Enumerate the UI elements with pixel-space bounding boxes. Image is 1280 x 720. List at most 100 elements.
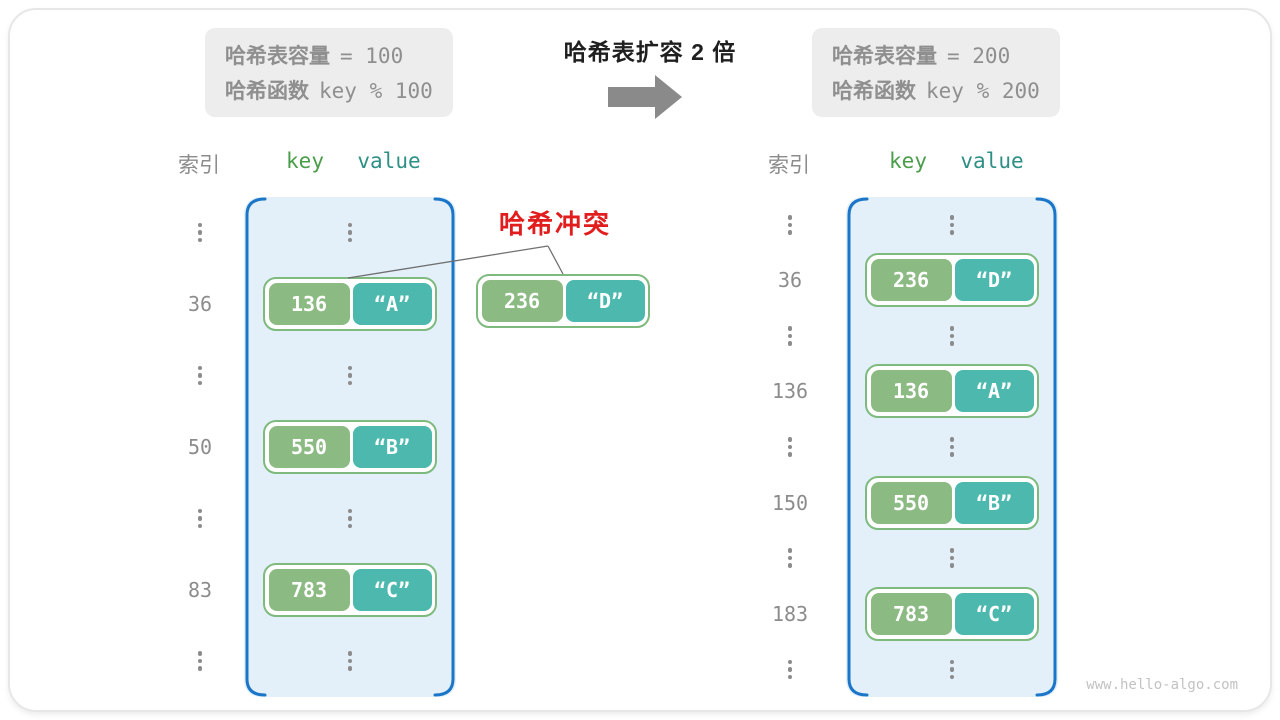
value-box: “D”: [954, 259, 1034, 302]
dot: [949, 667, 955, 672]
index-row: 150: [750, 475, 830, 531]
index-row: [750, 197, 830, 253]
table-row: 550“B”: [846, 475, 1058, 531]
dot: [949, 555, 955, 561]
dot: [787, 444, 793, 450]
index-row: [750, 642, 830, 698]
dot: [197, 237, 203, 243]
vertical-ellipsis-icon: [787, 326, 793, 346]
dot: [787, 659, 793, 665]
dot: [949, 230, 955, 235]
right-table-rows: 236“D”136“A”550“B”783“C”: [846, 197, 1058, 697]
index-row: 50: [160, 411, 240, 482]
dot: [949, 563, 955, 568]
table-row: 136“A”: [244, 268, 456, 339]
hash-fn-line: 哈希函数 key % 100: [225, 75, 433, 105]
collision-kv-pair: 236 “D”: [476, 274, 650, 328]
dot: [347, 651, 353, 656]
vertical-ellipsis-icon: [347, 508, 353, 529]
value-box: “C”: [352, 568, 432, 611]
watermark: www.hello-algo.com: [1086, 677, 1238, 693]
dot: [197, 222, 203, 228]
page-title: 哈希表扩容 2 倍: [563, 39, 737, 65]
index-row: [160, 626, 240, 697]
index-row: [160, 197, 240, 268]
dot: [787, 667, 793, 672]
dot: [197, 373, 203, 378]
dot: [949, 548, 955, 553]
kv-pair: 783“C”: [263, 562, 437, 617]
dot: [787, 222, 793, 228]
dot: [949, 326, 955, 331]
vertical-ellipsis-icon: [949, 326, 955, 346]
left-value-header: value: [357, 149, 421, 173]
hash-fn-value: key % 200: [926, 79, 1040, 103]
index-cell: 83: [187, 577, 213, 602]
left-index-header: 索引: [178, 154, 220, 177]
value-box: “A”: [352, 283, 432, 326]
dot: [197, 523, 203, 529]
dot: [347, 380, 353, 386]
table-row: [846, 530, 1058, 586]
dot: [787, 452, 793, 457]
vertical-ellipsis-icon: [197, 365, 203, 386]
index-row: 36: [160, 268, 240, 339]
dot: [949, 341, 955, 346]
table-row: 136“A”: [846, 364, 1058, 420]
kv-pair: 236“D”: [865, 253, 1039, 308]
arrow-right-icon: [608, 87, 655, 107]
dot: [787, 333, 793, 339]
vertical-ellipsis-icon: [197, 508, 203, 529]
value-box: “D”: [565, 280, 645, 322]
key-box: 136: [870, 370, 952, 413]
dot: [787, 437, 793, 442]
vertical-ellipsis-icon: [787, 437, 793, 457]
capacity-label: 哈希表容量: [225, 45, 330, 68]
capacity-value: = 200: [947, 44, 1011, 68]
table-row: [846, 308, 1058, 364]
dot: [347, 230, 353, 235]
dot: [949, 215, 955, 220]
dot: [787, 230, 793, 235]
table-row: [244, 340, 456, 411]
index-row: [160, 483, 240, 554]
right-capacity-box: 哈希表容量 = 200 哈希函数 key % 200: [812, 28, 1060, 117]
key-box: 783: [870, 592, 952, 635]
dot: [347, 508, 353, 514]
dot: [787, 548, 793, 553]
key-box: 236: [870, 259, 952, 302]
dot: [197, 666, 203, 671]
dot: [197, 516, 203, 521]
table-row: 550“B”: [244, 411, 456, 482]
vertical-ellipsis-icon: [949, 659, 955, 680]
key-box: 136: [268, 283, 350, 326]
index-cell: 50: [187, 434, 213, 459]
right-value-header: value: [960, 149, 1024, 173]
kv-pair: 550“B”: [865, 475, 1039, 530]
left-hash-table: 136“A” 550“B” 783“C”: [244, 197, 456, 697]
dot: [197, 651, 203, 656]
dot: [197, 658, 203, 664]
index-row: [750, 530, 830, 586]
hash-collision-label: 哈希冲突: [498, 209, 611, 239]
dot: [949, 333, 955, 339]
dot: [787, 341, 793, 346]
value-box: “B”: [352, 425, 432, 468]
right-hash-table: 236“D”136“A”550“B”783“C”: [846, 197, 1058, 697]
dot: [197, 365, 203, 371]
vertical-ellipsis-icon: [347, 222, 353, 243]
left-table-rows: 136“A” 550“B” 783“C”: [244, 197, 456, 697]
index-cell: 150: [771, 490, 809, 515]
value-box: “A”: [954, 370, 1034, 413]
dot: [347, 365, 353, 371]
left-key-header: key: [286, 149, 324, 173]
index-row: 36: [750, 253, 830, 309]
bucket-bracket-icon: [847, 197, 1057, 697]
vertical-ellipsis-icon: [347, 365, 353, 386]
hash-fn-label: 哈希函数: [225, 80, 309, 103]
table-row: [244, 483, 456, 554]
left-index-column: 36 50 83: [160, 197, 240, 697]
dot: [347, 523, 353, 529]
kv-pair: 136“A”: [263, 277, 437, 332]
table-row: 236“D”: [846, 253, 1058, 309]
